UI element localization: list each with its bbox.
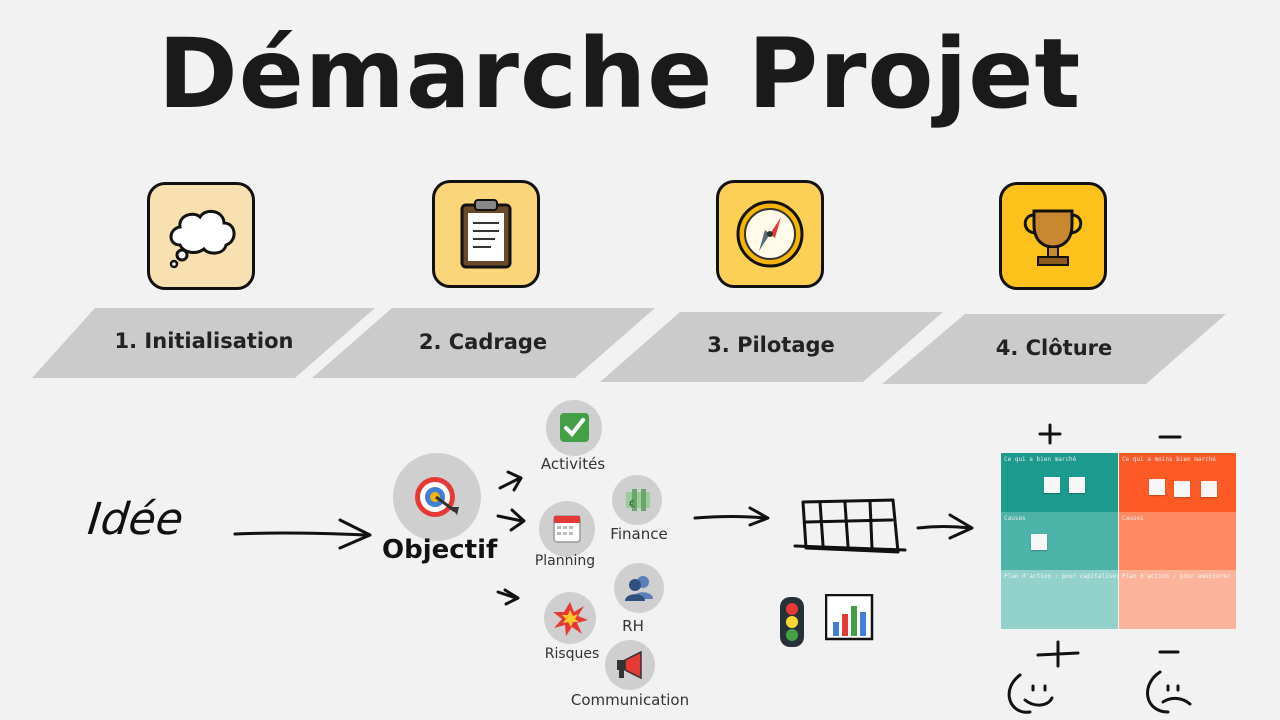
sticky-note xyxy=(1031,534,1047,550)
phase-label-3: 3. Pilotage xyxy=(707,333,835,357)
megaphone-icon xyxy=(605,640,655,690)
checkmark-icon xyxy=(546,400,602,456)
gantt-sketch xyxy=(793,498,907,554)
phase-band-1 xyxy=(32,308,375,378)
item-label-finance: Finance xyxy=(610,525,668,543)
arrow-to-planning xyxy=(496,514,524,523)
calendar-icon xyxy=(539,501,595,557)
phase-band-3 xyxy=(600,312,943,382)
objective-label: Objectif xyxy=(382,535,498,565)
target-icon xyxy=(393,453,481,541)
money-icon: € xyxy=(612,475,662,525)
arrow-to-risques xyxy=(496,590,518,600)
item-label-activites: Activités xyxy=(540,455,606,473)
phase-label-2: 2. Cadrage xyxy=(418,330,548,354)
phase-label-4: 4. Clôture xyxy=(995,336,1113,360)
sticky-note xyxy=(1201,481,1217,497)
sticky-note xyxy=(1149,479,1165,495)
compass-icon xyxy=(716,180,824,288)
retro-cell-causes-good: Causes xyxy=(1001,512,1118,570)
arrow-to-gantt xyxy=(693,515,767,520)
page-title: Démarche Projet xyxy=(158,18,1082,130)
sticky-note xyxy=(1069,477,1085,493)
item-label-communication: Communication xyxy=(570,691,690,709)
sad-face-sketch xyxy=(1146,650,1192,714)
sticky-note xyxy=(1174,481,1190,497)
phase-label-1: 1. Initialisation xyxy=(114,329,294,353)
happy-face-sketch xyxy=(1007,640,1080,714)
thought-bubble-icon xyxy=(147,182,255,290)
retro-cell-action-bad: Plan d'action : pour améliorer xyxy=(1119,570,1236,629)
traffic-light-icon xyxy=(776,595,808,653)
phase-band-2 xyxy=(312,308,655,378)
item-label-rh: RH xyxy=(622,617,644,635)
retro-cell-causes-bad: Causes xyxy=(1119,512,1236,570)
trophy-icon xyxy=(999,182,1107,290)
sticky-note xyxy=(1044,477,1060,493)
phase-band-4 xyxy=(882,314,1226,384)
explosion-icon xyxy=(544,592,596,644)
arrow-idea-objective xyxy=(233,531,367,537)
retro-cell-action-good: Plan d'action : pour capitaliser xyxy=(1001,570,1120,629)
bar-chart-icon xyxy=(824,593,875,646)
arrow-to-activites xyxy=(498,476,522,490)
clipboard-icon xyxy=(432,180,540,288)
item-label-planning: Planning xyxy=(534,553,596,569)
retro-board: Ce qui a bien marché Ce qui a moins bien… xyxy=(1001,453,1236,629)
item-label-risques: Risques xyxy=(544,646,600,662)
arrow-to-retro xyxy=(916,525,972,530)
people-icon xyxy=(614,563,664,613)
retro-cell-good: Ce qui a bien marché xyxy=(1001,453,1118,512)
retro-cell-bad: Ce qui a moins bien marché xyxy=(1119,453,1236,512)
phase-bands xyxy=(32,308,1226,384)
svg-text:€: € xyxy=(629,499,635,510)
